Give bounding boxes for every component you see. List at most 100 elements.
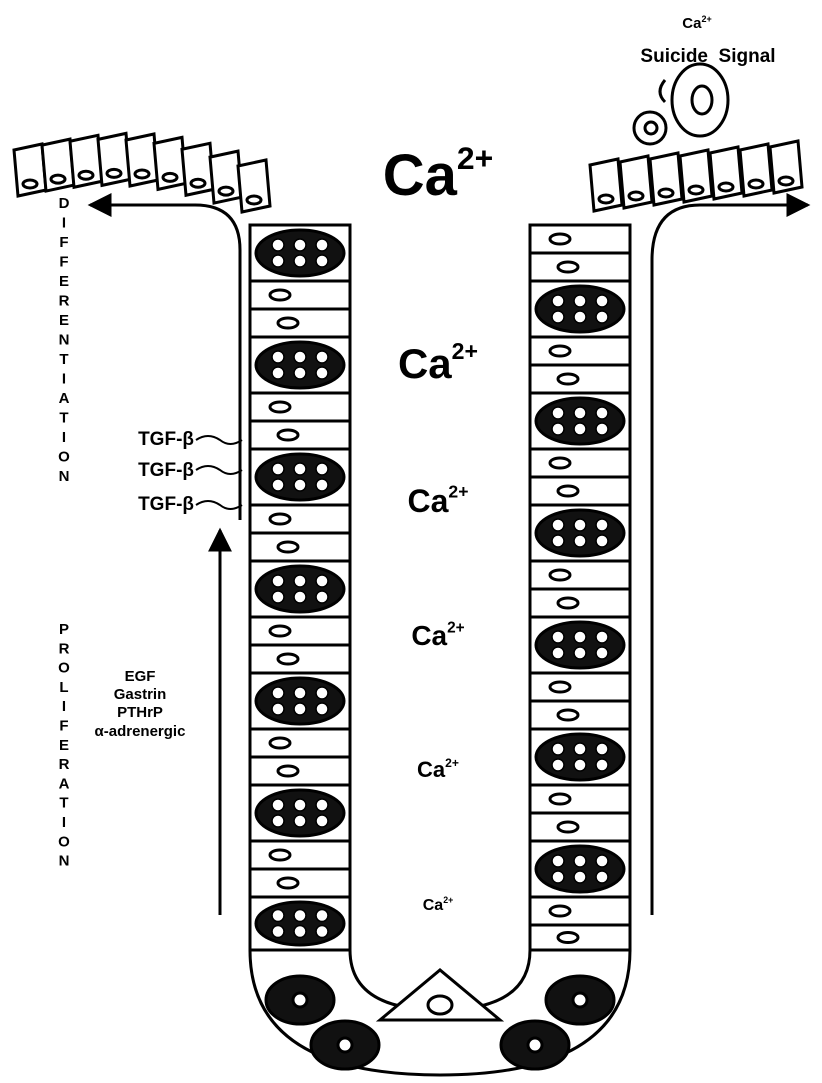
surface-cell-nucleus bbox=[79, 171, 93, 179]
tgf-beta-label: TGF-β bbox=[138, 460, 194, 481]
mucin-granule bbox=[294, 687, 306, 699]
ca-level-5: Ca2+ bbox=[417, 756, 459, 782]
surface-cell-nucleus bbox=[51, 175, 65, 183]
mucin-granule bbox=[552, 871, 564, 883]
mucin-granule bbox=[574, 871, 586, 883]
letter: R bbox=[59, 293, 70, 310]
mucin-granule bbox=[272, 926, 284, 938]
cell-nucleus bbox=[550, 458, 570, 468]
ca-level-1: Ca2+ bbox=[383, 140, 494, 208]
surface-cell-nucleus bbox=[779, 177, 793, 185]
crypt-right-wall bbox=[530, 225, 630, 950]
tgf-beta-label: TGF-β bbox=[138, 494, 194, 515]
goblet-cell bbox=[256, 790, 344, 836]
paneth-granule bbox=[573, 993, 587, 1007]
epithelial-cell bbox=[530, 589, 630, 617]
cell-nucleus bbox=[550, 570, 570, 580]
mucin-granule bbox=[574, 647, 586, 659]
epithelial-cell bbox=[250, 533, 350, 561]
mucin-granule bbox=[574, 631, 586, 643]
letter: F bbox=[59, 234, 68, 251]
surface-cell-nucleus bbox=[689, 186, 703, 194]
mucin-granule bbox=[272, 367, 284, 379]
suicide-signal-ca-label: Ca2+ bbox=[682, 14, 711, 32]
mucin-granule bbox=[574, 295, 586, 307]
differentiation-arrow-right bbox=[652, 205, 808, 915]
epithelial-cell bbox=[530, 477, 630, 505]
mucin-granule bbox=[294, 703, 306, 715]
mucin-granule bbox=[272, 910, 284, 922]
mucin-granule bbox=[552, 535, 564, 547]
cell-nucleus bbox=[558, 374, 578, 384]
mucin-granule bbox=[596, 743, 608, 755]
mucin-granule bbox=[294, 799, 306, 811]
mucin-granule bbox=[316, 799, 328, 811]
letter: A bbox=[59, 390, 70, 407]
letter: R bbox=[59, 640, 70, 657]
surface-cell-nucleus bbox=[749, 180, 763, 188]
mucin-granule bbox=[574, 535, 586, 547]
epithelial-cell bbox=[530, 673, 630, 701]
paneth-granule bbox=[338, 1038, 352, 1052]
letter: L bbox=[59, 679, 68, 696]
letter: D bbox=[59, 195, 70, 212]
mucin-granule bbox=[272, 687, 284, 699]
surface-cell-nucleus bbox=[23, 180, 37, 188]
surface-cell-nucleus bbox=[247, 196, 261, 204]
epithelial-cell bbox=[250, 393, 350, 421]
surface-epithelium-left bbox=[14, 133, 270, 212]
mucin-granule bbox=[272, 799, 284, 811]
mucin-granule bbox=[294, 591, 306, 603]
cell-nucleus bbox=[270, 402, 290, 412]
letter: N bbox=[59, 853, 70, 870]
growth-factor-label: EGF bbox=[125, 668, 156, 685]
mucin-granule bbox=[294, 351, 306, 363]
mucin-granule bbox=[272, 255, 284, 267]
mucin-granule bbox=[316, 351, 328, 363]
growth-factor-label: Gastrin bbox=[114, 686, 167, 703]
ca-level-4: Ca2+ bbox=[411, 619, 464, 651]
goblet-cell bbox=[536, 622, 624, 668]
goblet-cell bbox=[536, 286, 624, 332]
mucin-granule bbox=[552, 295, 564, 307]
cell-nucleus bbox=[558, 710, 578, 720]
epithelial-cell bbox=[530, 897, 630, 925]
epithelial-cell bbox=[530, 785, 630, 813]
letter: I bbox=[62, 814, 66, 831]
letter: O bbox=[58, 449, 70, 466]
cell-nucleus bbox=[278, 878, 298, 888]
ca-level-3: Ca2+ bbox=[408, 482, 469, 519]
mucin-granule bbox=[574, 743, 586, 755]
mucin-granule bbox=[596, 535, 608, 547]
cell-nucleus bbox=[558, 933, 578, 943]
surface-cell-nucleus bbox=[163, 173, 177, 181]
mucin-granule bbox=[316, 239, 328, 251]
letter: P bbox=[59, 621, 69, 638]
mucin-granule bbox=[596, 631, 608, 643]
crypt-base bbox=[250, 950, 630, 1075]
mucin-granule bbox=[272, 591, 284, 603]
mucin-granule bbox=[552, 631, 564, 643]
letter: N bbox=[59, 332, 70, 349]
mucin-granule bbox=[574, 855, 586, 867]
ca-level-6: Ca2+ bbox=[423, 895, 453, 914]
mucin-granule bbox=[574, 407, 586, 419]
mucin-granule bbox=[552, 743, 564, 755]
tgf-beta-label: TGF-β bbox=[138, 429, 194, 450]
goblet-cell bbox=[256, 678, 344, 724]
mucin-granule bbox=[316, 463, 328, 475]
mucin-granule bbox=[596, 647, 608, 659]
epithelial-cell bbox=[250, 645, 350, 673]
mucin-granule bbox=[316, 926, 328, 938]
goblet-cell bbox=[536, 846, 624, 892]
letter: N bbox=[59, 468, 70, 485]
mucin-granule bbox=[596, 855, 608, 867]
cell-nucleus bbox=[270, 514, 290, 524]
mucin-granule bbox=[294, 463, 306, 475]
mucin-granule bbox=[272, 239, 284, 251]
cell-nucleus bbox=[278, 318, 298, 328]
letter: E bbox=[59, 737, 69, 754]
